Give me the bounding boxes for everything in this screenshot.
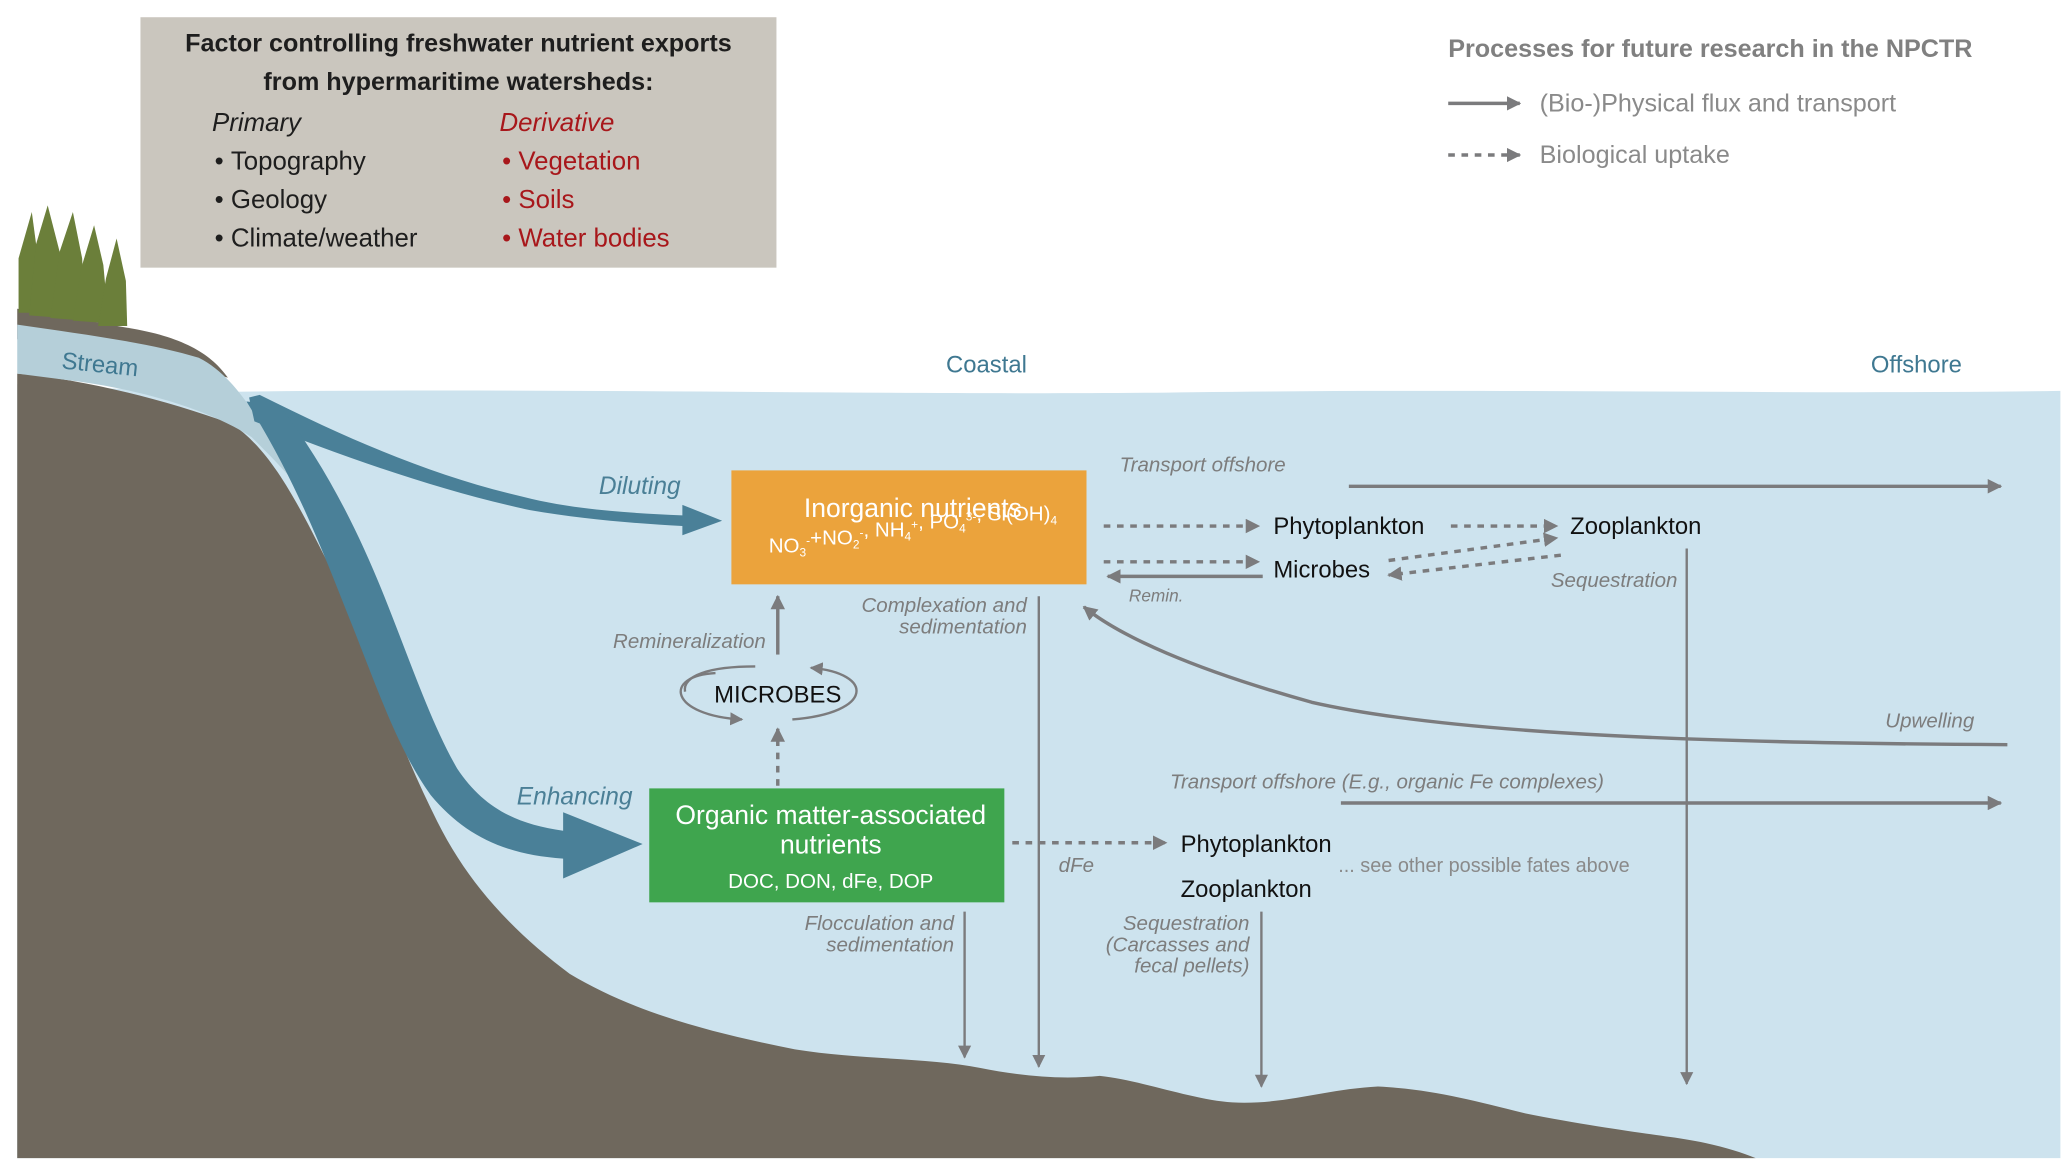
diluting-label: Diluting — [599, 473, 681, 500]
primary-item: • Topography — [215, 148, 366, 176]
see-other-fates-note: ... see other possible fates above — [1338, 855, 1629, 877]
zooplankton-upper: Zooplankton — [1570, 513, 1701, 540]
organic-nutrients-title-line2: nutrients — [780, 829, 882, 859]
sequestration-lower-line2: (Carcasses and — [1106, 933, 1250, 956]
factor-box-title-line1: Factor controlling freshwater nutrient e… — [185, 30, 732, 58]
species-superscript: + — [911, 518, 918, 532]
zooplankton-lower: Zooplankton — [1181, 876, 1312, 903]
conifer-trees — [18, 205, 128, 326]
tree-icon — [72, 225, 109, 324]
remineralization-label: Remineralization — [613, 630, 766, 653]
microbes-upper: Microbes — [1273, 557, 1370, 584]
inorganic-nutrients-title: Inorganic nutrients — [804, 493, 1022, 523]
zoo-to-microbes-arrow — [1387, 553, 1562, 581]
organic-nutrients-box — [649, 788, 1005, 903]
legend-title: Processes for future research in the NPC… — [1448, 35, 1972, 63]
factor-box-title-line2: from hypermaritime watersheds: — [263, 68, 653, 96]
organic-nutrients-species: DOC, DON, dFe, DOP — [728, 870, 933, 893]
phytoplankton-upper: Phytoplankton — [1273, 513, 1424, 540]
derivative-item: • Water bodies — [502, 224, 669, 252]
species-superscript: - — [806, 534, 810, 548]
legend-item-label: Biological uptake — [1540, 141, 1730, 169]
primary-item: • Geology — [215, 186, 328, 214]
sequestration-lower-line3: fecal pellets) — [1134, 955, 1249, 978]
derivative-heading: Derivative — [500, 109, 615, 137]
tree-icon — [98, 238, 128, 326]
cycle-arc-left — [683, 665, 756, 692]
tree-icon — [50, 212, 85, 321]
species-base: , Si(OH) — [976, 503, 1050, 526]
flocculation-label-line2: sedimentation — [826, 933, 954, 956]
legend-item-label: (Bio-)Physical flux and transport — [1540, 89, 1897, 117]
species-base: NO — [769, 535, 800, 558]
microbes-to-zoo-arrow — [1388, 532, 1559, 563]
flocculation-label-line1: Flocculation and — [805, 912, 955, 935]
species-superscript: 3- — [966, 510, 977, 524]
coastal-land — [17, 373, 1756, 1159]
enhancing-flow-arrow — [246, 401, 643, 879]
remin-label: Remin. — [1129, 586, 1184, 606]
phytoplankton-lower: Phytoplankton — [1181, 831, 1332, 858]
derivative-item: • Vegetation — [502, 148, 640, 176]
species-subscript: 4 — [959, 522, 966, 536]
species-superscript: - — [860, 526, 864, 540]
microbes-cycle: MICROBES — [679, 662, 858, 726]
primary-heading: Primary — [212, 109, 303, 137]
inorganic-nutrients-species: NO3-+NO2-, NH4+, PO43-, Si(OH)4 — [769, 503, 1058, 560]
factor-box — [140, 17, 777, 268]
species-subscript: 3 — [800, 546, 807, 560]
complexation-label-line2: sedimentation — [899, 615, 1027, 638]
derivative-item: • Soils — [502, 186, 574, 214]
complexation-label-line1: Complexation and — [862, 594, 1028, 617]
dfe-label: dFe — [1059, 854, 1094, 877]
stream-channel — [17, 324, 312, 504]
coastal-label: Coastal — [946, 351, 1027, 378]
sequestration-lower-line1: Sequestration — [1123, 912, 1250, 935]
species-base: , NH — [863, 519, 904, 542]
transport-offshore-fe-label: Transport offshore (E.g., organic Fe com… — [1170, 770, 1604, 793]
organic-nutrients-title-line1: Organic matter-associated — [675, 800, 986, 830]
upwelling-label: Upwelling — [1885, 709, 1975, 732]
cycle-arc-top — [679, 671, 744, 726]
transport-offshore-label: Transport offshore — [1120, 454, 1286, 477]
offshore-label: Offshore — [1871, 351, 1962, 378]
primary-item: • Climate/weather — [215, 224, 418, 252]
inorganic-nutrients-box — [731, 470, 1087, 585]
microbes-cycle-label: MICROBES — [714, 681, 841, 708]
cycle-arc-right — [792, 662, 858, 721]
sequestration-upper-label: Sequestration — [1551, 569, 1678, 592]
species-subscript: 4 — [1050, 514, 1057, 528]
species-base: +NO — [810, 527, 853, 550]
enhancing-label: Enhancing — [517, 783, 633, 810]
diluting-flow-arrow — [249, 394, 723, 536]
species-subscript: 4 — [905, 530, 912, 544]
species-base: , PO — [918, 511, 959, 534]
species-subscript: 2 — [853, 538, 860, 552]
upwelling-arrow — [1082, 605, 2008, 747]
